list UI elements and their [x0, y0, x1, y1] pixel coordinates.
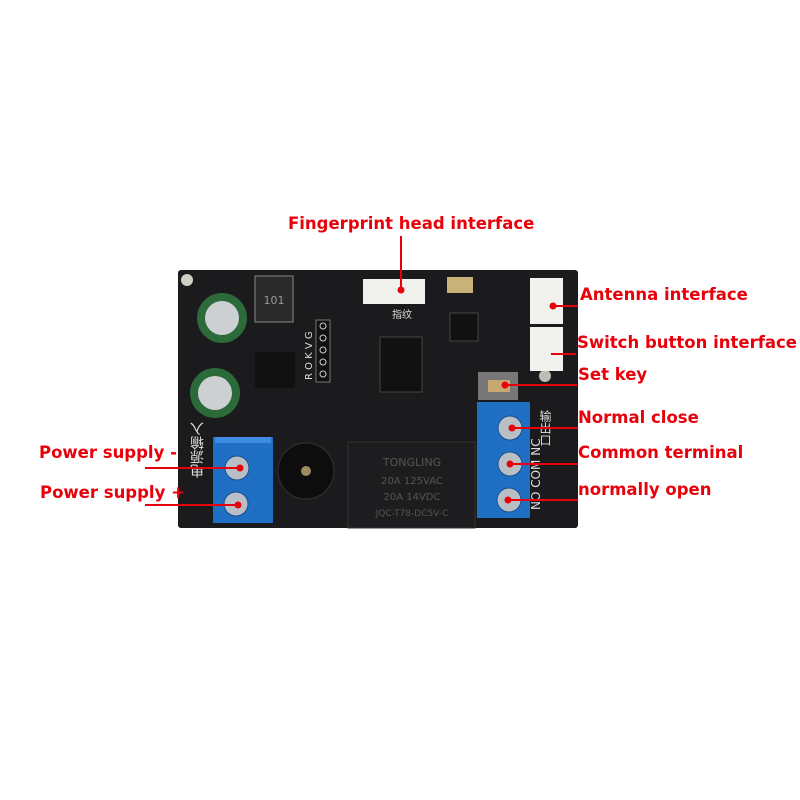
label-common-terminal: Common terminal [578, 443, 744, 462]
label-antenna-interface: Antenna interface [580, 285, 748, 304]
switch-connector [530, 327, 563, 371]
label-power-supply-minus: Power supply - [39, 443, 177, 462]
label-switch-button-interface: Switch button interface [577, 333, 798, 352]
relay [347, 441, 476, 529]
label-fingerprint-interface: Fingerprint head interface [288, 214, 535, 233]
power-terminal-block [213, 437, 273, 523]
label-normal-close: Normal close [578, 408, 699, 427]
relay-model: JQC-T78-DC5V-C [375, 509, 449, 519]
callout-dot [508, 424, 516, 432]
inductor [254, 275, 294, 323]
fingerprint-cn-text: 指纹 [392, 308, 412, 321]
capacitor-e1 [197, 293, 247, 343]
chip-u2 [255, 352, 295, 388]
relay-rating-1: 20A 125VAC [381, 476, 443, 487]
header-pins-text: R O K V G [304, 331, 315, 380]
chip-u1 [379, 336, 423, 393]
chip-y2 [449, 312, 479, 342]
callout-dot [504, 496, 512, 504]
pin-header-p1 [315, 319, 331, 383]
callout-dot [236, 464, 244, 472]
crystal [447, 277, 473, 293]
fingerprint-connector [363, 279, 425, 304]
output-terminal-block [477, 402, 530, 518]
output-pins-text: NO COM NC [529, 438, 543, 510]
antenna-connector [530, 278, 563, 324]
label-normally-open: normally open [578, 480, 712, 499]
callout-dot [397, 286, 405, 294]
relay-rating-2: 20A 14VDC [384, 492, 441, 503]
callout-dot [549, 302, 557, 310]
label-power-supply-plus: Power supply + [40, 483, 185, 502]
callout-dot [501, 381, 509, 389]
callout-dot [234, 501, 242, 509]
mount-hole [539, 370, 551, 382]
relay-brand: TONGLING [382, 456, 441, 469]
mount-hole [181, 274, 193, 286]
callout-dot [506, 460, 514, 468]
capacitor-e2 [190, 368, 240, 418]
inductor-text: 101 [264, 294, 285, 307]
power-cn-text: 电源输入 [190, 422, 206, 478]
label-set-key: Set key [578, 365, 648, 384]
